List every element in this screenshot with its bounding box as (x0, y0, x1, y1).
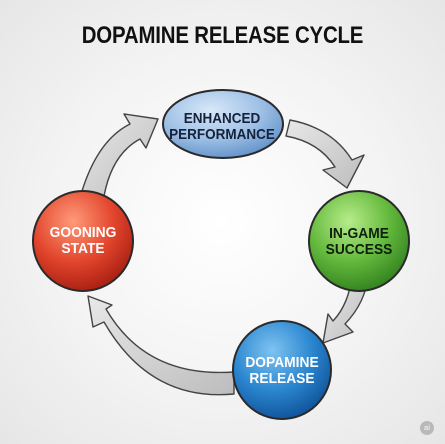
node-dopamine-release: DOPAMINE RELEASE (236, 330, 328, 412)
node-in-game-success-shape (308, 190, 410, 292)
diagram-title: DOPAMINE RELEASE CYCLE (81, 22, 364, 49)
node-in-game-success-line2: SUCCESS (325, 241, 393, 258)
node-in-game-success: IN-GAME SUCCESS (312, 207, 406, 277)
node-enhanced-performance-line2: PERFORMANCE (169, 126, 275, 143)
arrow-performance-to-success (285, 119, 365, 189)
node-enhanced-performance-shape (162, 89, 284, 159)
node-in-game-success-line1: IN-GAME (329, 224, 389, 242)
node-gooning-state-line2: STATE (61, 240, 105, 257)
node-dopamine-release-line2: RELEASE (249, 370, 315, 387)
arrow-release-to-gooning (87, 295, 235, 396)
node-gooning-state-shape (32, 190, 134, 292)
cycle-arrows (81, 113, 369, 396)
watermark-badge: ai (420, 421, 434, 435)
node-shapes (32, 89, 410, 420)
node-gooning-state-line1: GOONING (49, 223, 117, 241)
node-gooning-state: GOONING STATE (37, 206, 129, 276)
node-enhanced-performance-line1: ENHANCED (183, 109, 261, 127)
node-dopamine-release-line1: DOPAMINE (245, 353, 319, 371)
arrow-gooning-to-performance (81, 113, 159, 197)
node-enhanced-performance: ENHANCED PERFORMANCE (166, 95, 278, 159)
node-dopamine-release-shape (232, 320, 332, 420)
